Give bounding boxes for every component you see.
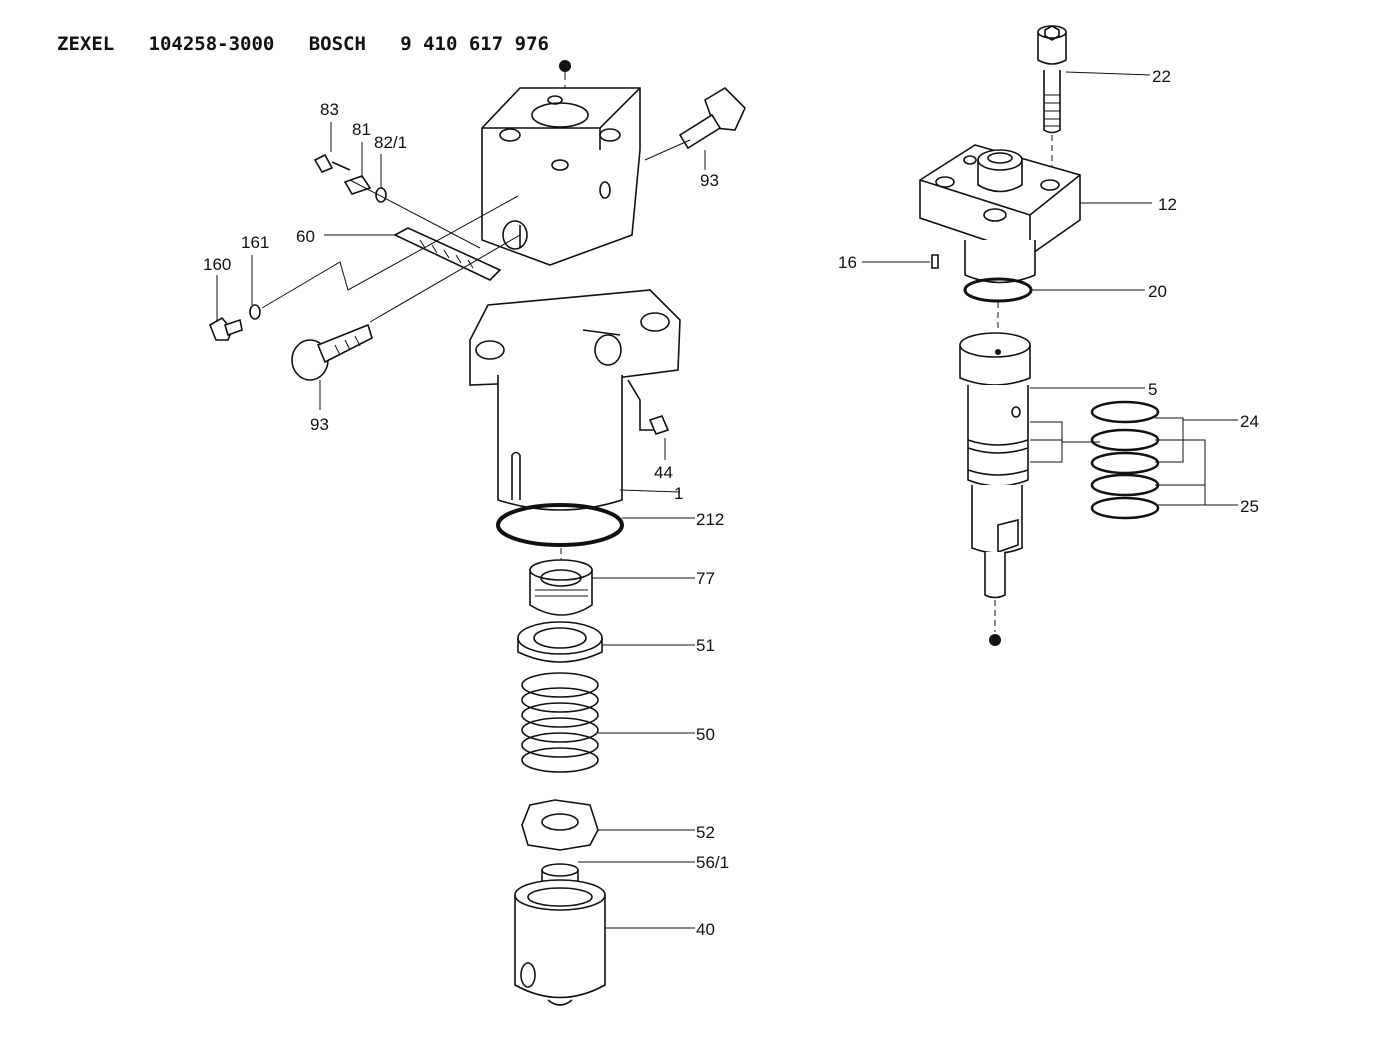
callout-24: 24 bbox=[1240, 412, 1259, 431]
pump-housing-part-1 bbox=[469, 87, 681, 511]
flange-part-12 bbox=[919, 144, 1081, 284]
pin-part-16 bbox=[931, 254, 939, 269]
cap-screw-part-22 bbox=[1037, 25, 1067, 134]
callout-60: 60 bbox=[296, 227, 315, 246]
callout-56-1: 56/1 bbox=[696, 853, 729, 872]
callout-82-1: 82/1 bbox=[374, 133, 407, 152]
callout-52: 52 bbox=[696, 823, 715, 842]
leader-lines-left bbox=[216, 122, 706, 929]
callout-93-right: 93 bbox=[700, 171, 719, 190]
callout-1: 1 bbox=[674, 484, 683, 503]
lower-spring-seat-part-52 bbox=[521, 799, 599, 851]
washer-part-82-1 bbox=[375, 187, 387, 203]
banjo-bolt-part-93-right bbox=[678, 86, 746, 150]
header-zexel-number: 104258-3000 bbox=[148, 33, 275, 55]
callout-212: 212 bbox=[696, 510, 724, 529]
callout-77: 77 bbox=[696, 569, 715, 588]
callout-81: 81 bbox=[352, 120, 371, 139]
spring-part-50 bbox=[521, 672, 599, 773]
callout-25: 25 bbox=[1240, 497, 1259, 516]
callout-161: 161 bbox=[241, 233, 269, 252]
axis-marker-dot-top bbox=[559, 60, 571, 72]
tappet-part-40 bbox=[514, 879, 606, 1006]
screw-part-83 bbox=[313, 153, 351, 173]
callout-22: 22 bbox=[1152, 67, 1171, 86]
callout-5: 5 bbox=[1148, 380, 1157, 399]
spring-seat-part-51 bbox=[517, 621, 603, 663]
callout-93-left: 93 bbox=[310, 415, 329, 434]
callout-50: 50 bbox=[696, 725, 715, 744]
header-bosch-number: 9 410 617 976 bbox=[400, 33, 549, 55]
banjo-bolt-part-93-left bbox=[291, 323, 373, 381]
control-sleeve-part-77 bbox=[529, 548, 593, 616]
lock-plate-part-81 bbox=[343, 175, 372, 195]
o-ring-part-20 bbox=[963, 277, 1033, 303]
diagram-header: ZEXEL 104258-3000 BOSCH 9 410 617 976 bbox=[57, 33, 549, 55]
callout-16: 16 bbox=[838, 253, 857, 272]
callout-51: 51 bbox=[696, 636, 715, 655]
callout-44: 44 bbox=[654, 463, 673, 482]
rack-part-60 bbox=[393, 227, 502, 281]
axis-marker-dot-bottom bbox=[989, 634, 1001, 646]
washer-part-161 bbox=[249, 304, 261, 320]
header-maker-zexel: ZEXEL bbox=[57, 33, 115, 55]
callout-12: 12 bbox=[1158, 195, 1177, 214]
plug-part-44 bbox=[648, 415, 670, 435]
callout-83: 83 bbox=[320, 100, 339, 119]
callout-20: 20 bbox=[1148, 282, 1167, 301]
bolt-part-160 bbox=[209, 316, 243, 341]
rings-part-24-25 bbox=[1090, 400, 1160, 520]
leader-lines-right bbox=[862, 71, 1238, 506]
o-ring-part-212 bbox=[496, 503, 624, 547]
header-maker-bosch: BOSCH bbox=[308, 33, 366, 55]
plunger-barrel-part-5 bbox=[959, 332, 1031, 632]
callout-40: 40 bbox=[696, 920, 715, 939]
callout-160: 160 bbox=[203, 255, 231, 274]
